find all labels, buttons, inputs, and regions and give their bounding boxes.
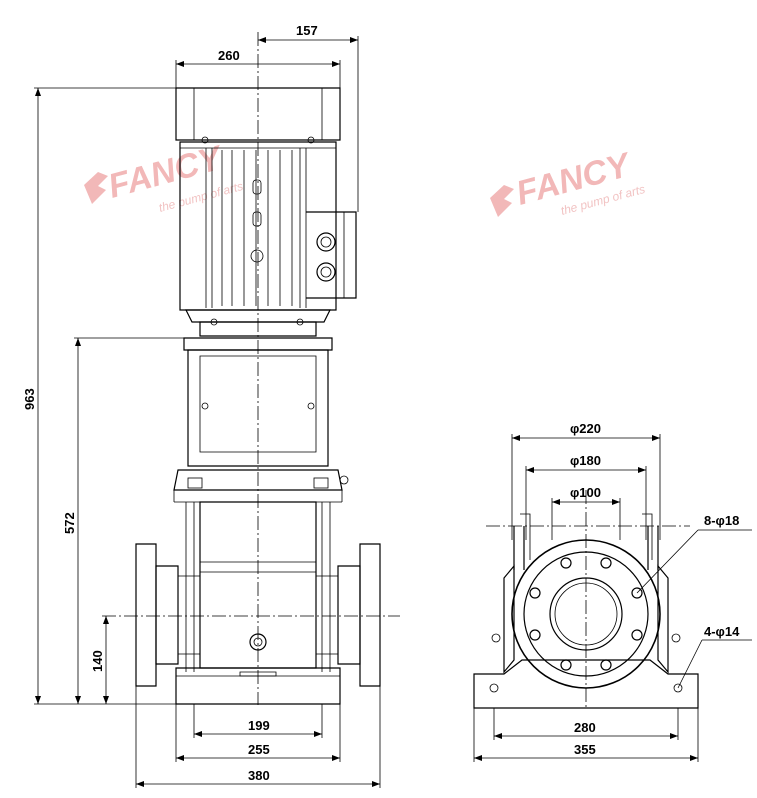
- dim-bolt-circle: φ180: [570, 453, 601, 468]
- dim-pump-height: 572: [62, 512, 77, 534]
- dim-flange-span: 380: [248, 768, 270, 783]
- dim-flange-od: φ220: [570, 421, 601, 436]
- dim-base-length: 355: [574, 742, 596, 757]
- dim-base-width: 255: [248, 742, 270, 757]
- dim-flange-holes: 8-φ18: [704, 513, 739, 528]
- dim-inlet-height: 140: [90, 650, 105, 672]
- dim-bore: φ100: [570, 485, 601, 500]
- watermark-right: FANCY the pump of arts: [490, 145, 647, 218]
- dim-total-height: 963: [22, 388, 37, 410]
- side-view: φ220 φ180 φ100 8-φ18 4-φ14 280 355: [473, 421, 752, 762]
- dim-box-offset: 157: [296, 23, 318, 38]
- dim-motor-width: 260: [218, 48, 240, 63]
- watermark-left: FANCY the pump of arts: [84, 138, 245, 215]
- dim-base-inner: 199: [248, 718, 270, 733]
- front-view: 260 157 963 572 140 199 255: [22, 23, 400, 788]
- dim-base-holes: 4-φ14: [704, 624, 740, 639]
- dim-base-bolt-span: 280: [574, 720, 596, 735]
